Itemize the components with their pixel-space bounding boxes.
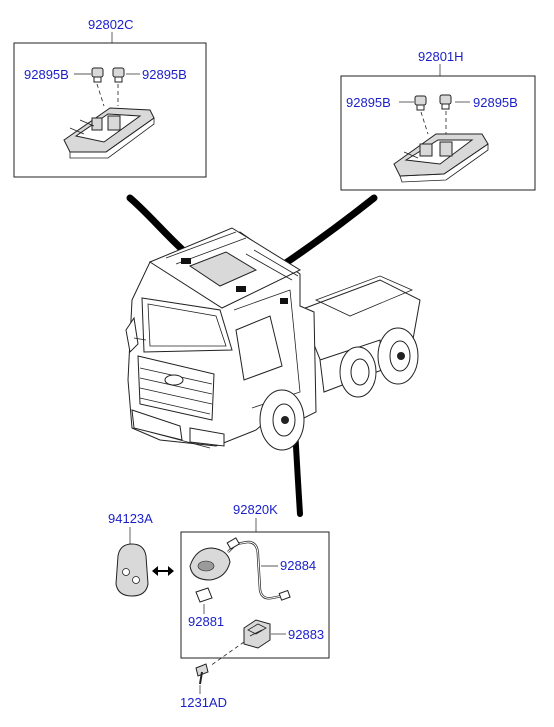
front-bulb-right-label: 92895B [473,95,518,110]
front-lamp-box [340,75,536,191]
step-lamp-group: 92820K 92884 92881 92883 [180,502,330,667]
step-lamp-assy-label: 92820K [233,502,278,517]
bracket-label: 92883 [288,627,324,642]
cover-part [115,543,149,597]
cover-group: 94123A [108,511,174,597]
truck-illustration [125,227,421,451]
rear-bulb-right-label: 92895B [142,67,187,82]
step-lamp-wiring [226,537,291,601]
double-arrow-icon [152,566,174,576]
step-lamp-box [180,531,330,659]
pad-part [195,587,213,603]
rear-lamp-group: 92802C 92895B 92895B [13,17,207,178]
cover-label: 94123A [108,511,153,526]
front-lamp-body [393,133,489,183]
front-bulb-left [414,95,427,111]
front-lamp-group: 92801H 92895B 92895B [340,49,536,191]
rear-lamp-box [13,42,207,178]
bracket-part [243,619,271,649]
rear-bulb-left [91,67,104,83]
wiring-label: 92884 [280,558,316,573]
front-bulb-right [439,94,452,110]
pad-label: 92881 [188,614,224,629]
rear-bulb-right [112,67,125,83]
front-bulb-left-label: 92895B [346,95,391,110]
step-lamp-housing [189,547,231,581]
rear-lamp-body [63,107,155,159]
rear-bulb-left-label: 92895B [24,67,69,82]
rear-lamp-assy-label: 92802C [88,17,134,32]
screw-label: 1231AD [180,695,227,710]
screw-part [195,663,209,685]
screw-group: 1231AD [180,663,227,710]
front-lamp-assy-label: 92801H [418,49,464,64]
